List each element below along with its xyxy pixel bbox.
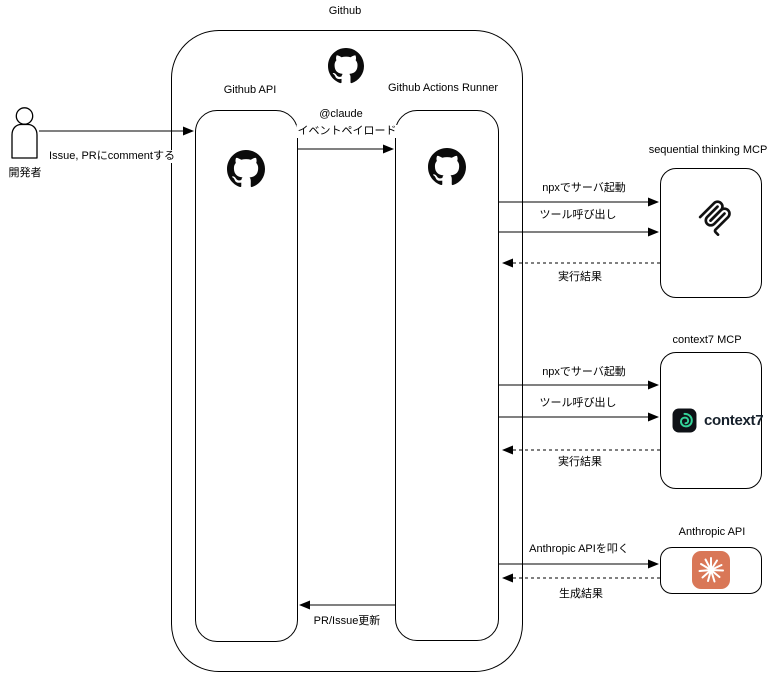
anthropic-api-title: Anthropic API [678,526,746,538]
mcp-logo-icon [695,197,735,237]
github-icon [328,48,364,84]
seq-mcp-title: sequential thinking MCP [648,144,768,156]
edge-label-claude-line2: イベントペイロード [296,125,398,139]
github-api-title: Github API [223,84,277,96]
edge-label-anthropic-result: 生成結果 [558,588,604,602]
edge-label-claude-line1: @claude [318,108,364,122]
context7-logo-text: context7 [704,412,764,429]
edge-label-ctx-result: 実行結果 [557,456,603,470]
github-runner-title: Github Actions Runner [387,82,499,94]
edge-label-seq-result: 実行結果 [557,271,603,285]
developer-label: 開発者 [8,167,42,179]
github-api-icon [227,150,265,188]
context7-mcp-title: context7 MCP [672,334,742,346]
github-runner-node [395,110,499,641]
github-runner-icon [428,148,466,186]
github-api-node [195,110,298,642]
edge-label-ctx-call: ツール呼び出し [538,397,618,411]
developer-icon [10,107,40,159]
edge-label-pr-update: PR/Issue更新 [312,615,382,629]
claude-logo-icon [692,551,730,589]
github-container-title: Github [328,5,362,17]
context7-logo-icon [672,408,697,433]
edge-label-seq-npx: npxでサーバ起動 [541,182,627,196]
seq-mcp-node [660,168,762,298]
edge-label-seq-call: ツール呼び出し [538,209,618,223]
edge-label-ctx-npx: npxでサーバ起動 [541,366,627,380]
edge-label-anthropic-call: Anthropic APIを叩く [528,543,630,557]
edge-label-comment: Issue, PRにcommentする [48,150,176,164]
